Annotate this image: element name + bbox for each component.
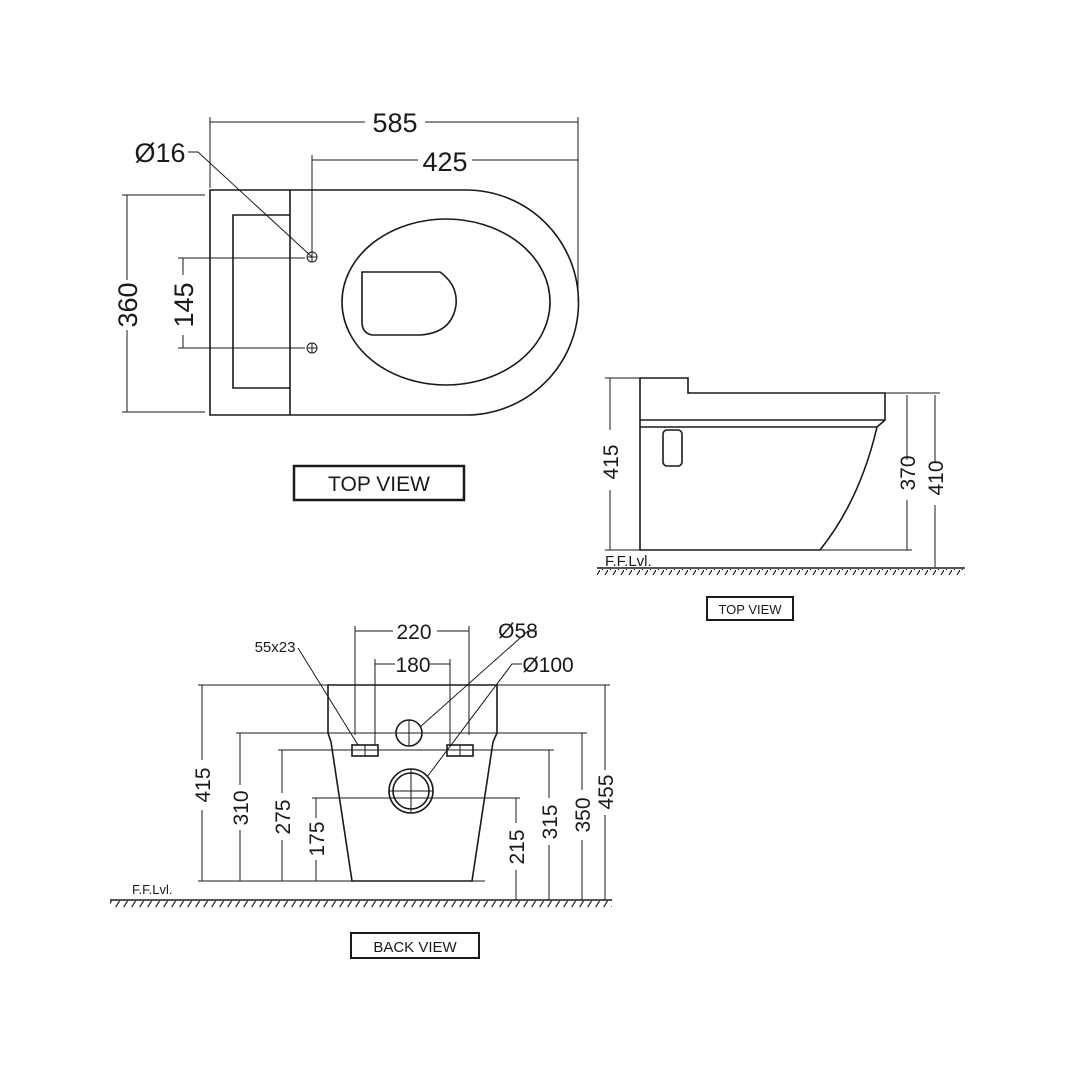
dim-370: 370 <box>897 455 920 490</box>
floor-level-label: F.F.Lvl. <box>132 882 172 897</box>
dim-275: 275 <box>272 799 295 834</box>
floor-hatch <box>110 901 612 907</box>
dim-415-back: 415 <box>192 767 215 802</box>
top-view-label: TOP VIEW <box>328 473 430 496</box>
dim-145: 145 <box>169 282 199 327</box>
side-outline <box>639 377 886 551</box>
outlet-diameter-label: Ø100 <box>522 654 573 677</box>
side-view: 415 370 410 F.F.Lvl. TOP VIEW <box>597 377 965 621</box>
dim-350: 350 <box>572 797 595 832</box>
dim-455: 455 <box>595 774 618 809</box>
back-view: 55x23 Ø58 Ø100 220 180 415 310 275 175 2… <box>110 620 618 959</box>
dim-220: 220 <box>396 621 431 644</box>
dim-315: 315 <box>539 804 562 839</box>
floor-hatch <box>597 569 965 575</box>
floor-level-label: F.F.Lvl. <box>605 553 652 570</box>
dim-hole-diameter: Ø16 <box>134 138 185 168</box>
dim-415: 415 <box>600 444 623 479</box>
seat-outline <box>341 218 551 386</box>
dim-360: 360 <box>113 282 143 327</box>
side-view-label-box <box>706 596 794 621</box>
dim-410: 410 <box>925 460 948 495</box>
dim-585: 585 <box>372 108 417 138</box>
outlet-circle <box>388 768 434 814</box>
back-view-label: BACK VIEW <box>373 939 457 956</box>
bowl-opening <box>361 271 457 336</box>
dim-180: 180 <box>395 654 430 677</box>
back-outline <box>327 684 498 882</box>
dim-310: 310 <box>230 790 253 825</box>
side-view-label: TOP VIEW <box>718 602 782 617</box>
top-view: 585 425 Ø16 360 145 TOP VIEW <box>113 108 580 502</box>
slot-size-label: 55x23 <box>255 639 296 656</box>
flush-button <box>662 429 683 467</box>
back-view-label-box <box>350 932 480 959</box>
inlet-diameter-label: Ø58 <box>498 620 538 643</box>
dim-425: 425 <box>422 147 467 177</box>
mounting-hole <box>306 342 318 354</box>
dim-175: 175 <box>306 821 329 856</box>
dim-215: 215 <box>506 829 529 864</box>
bowl-outline <box>209 189 580 416</box>
top-view-label-box <box>292 464 466 502</box>
